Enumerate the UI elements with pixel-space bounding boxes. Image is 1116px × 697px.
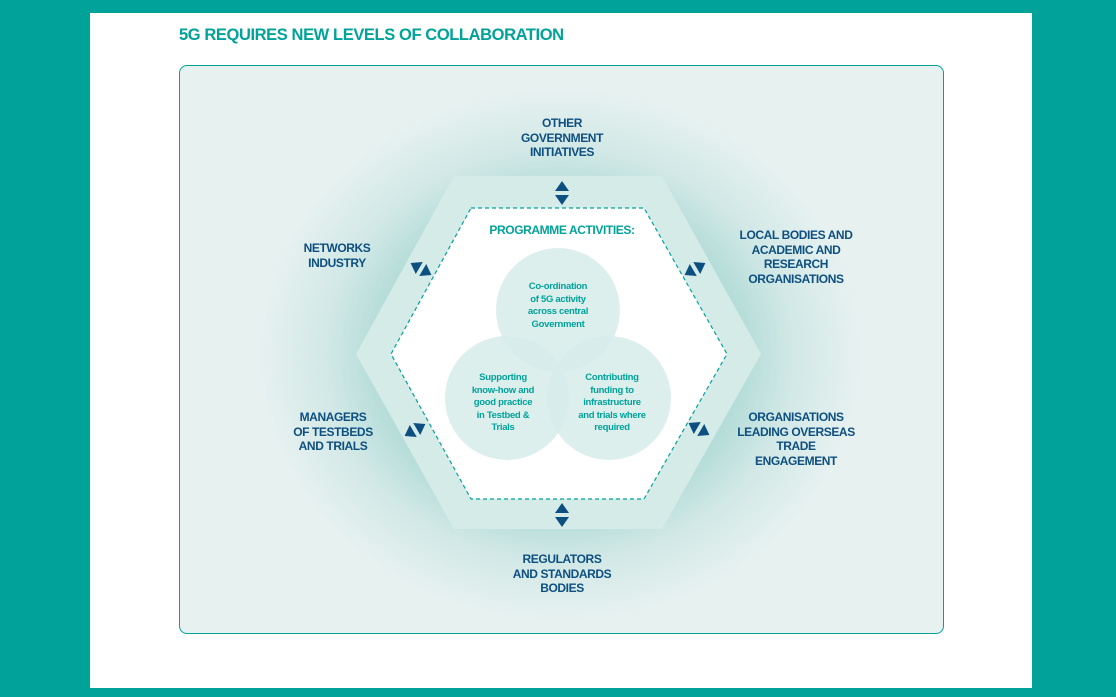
page-title: 5G REQUIRES NEW LEVELS OF COLLABORATION <box>179 26 564 44</box>
double-arrow-icon <box>688 421 710 437</box>
double-arrow-icon <box>555 503 569 527</box>
double-arrow-icon <box>555 181 569 205</box>
double-arrow-icon <box>404 422 426 438</box>
stakeholder-testbed-managers: MANAGERS OF TESTBEDS AND TRIALS <box>293 410 373 453</box>
activity-coordination-text: Co-ordination of 5G activity across cent… <box>527 281 589 330</box>
stakeholder-networks-industry: NETWORKS INDUSTRY <box>303 241 371 270</box>
activity-circle-know-how <box>445 336 569 460</box>
stakeholder-regulators-standards: REGULATORS AND STANDARDS BODIES <box>512 552 612 595</box>
activity-know-how-text: Supporting know-how and good practice in… <box>471 372 535 433</box>
double-arrow-icon <box>684 261 706 277</box>
programme-activities-heading: PROGRAMME ACTIVITIES: <box>489 223 635 237</box>
stakeholder-other-government-initiatives: OTHER GOVERNMENT INITIATIVES <box>520 116 604 159</box>
activity-circle-funding <box>547 336 671 460</box>
stakeholder-overseas-trade: ORGANISATIONS LEADING OVERSEAS TRADE ENG… <box>737 410 855 468</box>
stakeholder-local-bodies-academic: LOCAL BODIES AND ACADEMIC AND RESEARCH O… <box>739 228 853 286</box>
double-arrow-icon <box>410 261 432 277</box>
activity-funding-text: Contributing funding to infrastructure a… <box>578 372 646 433</box>
